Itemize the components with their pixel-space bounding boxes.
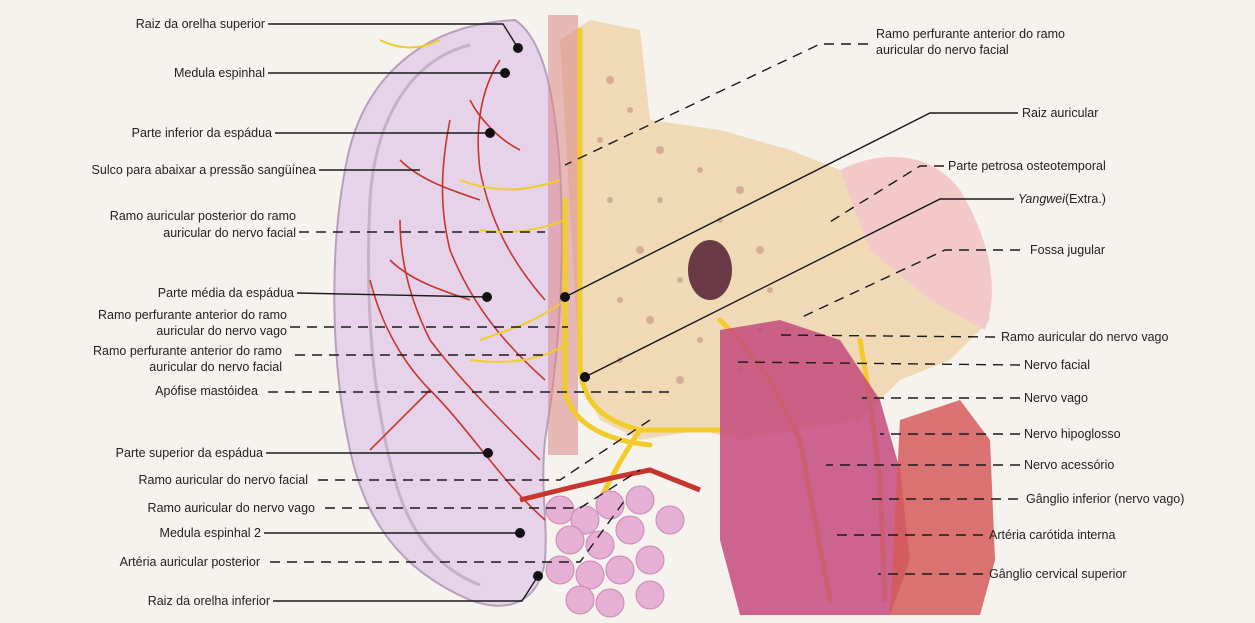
label-medula-espinhal-2: Medula espinhal 2 [160,526,262,540]
anatomy-art [334,15,995,617]
label-raiz-auricular: Raiz auricular [1022,106,1098,120]
label-arteria-carotida: Artéria carótida interna [989,528,1116,542]
parotid-tissue [546,486,684,617]
label-medula-espinhal: Medula espinhal [174,66,265,80]
label-ganglio-inferior: Gânglio inferior (nervo vago) [1026,492,1184,506]
label-nervo-acessorio: Nervo acessório [1024,458,1114,472]
label-ramo-aur-vago: Ramo auricular do nervo vago [148,501,315,515]
label-ramo-aur-vago-r: Ramo auricular do nervo vago [1001,330,1168,344]
muscle-right [890,400,995,615]
label-nervo-hipoglosso: Nervo hipoglosso [1024,427,1121,441]
label-ramo-perf-ant-facial-2: auricular do nervo facial [876,43,1009,57]
label-sulco-pressao: Sulco para abaixar a pressão sangüínea [92,163,317,177]
label-yangwei-extra: (Extra.) [1065,192,1106,206]
label-raiz-orelha-inferior: Raiz da orelha inferior [148,594,270,608]
label-nervo-facial: Nervo facial [1024,358,1090,372]
label-parte-superior-espadua: Parte superior da espádua [116,446,263,460]
label-ramo-aur-posterior-2: auricular do nervo facial [163,226,296,240]
label-ramo-aur-facial: Ramo auricular do nervo facial [138,473,308,487]
label-ramo-aur-posterior-1: Ramo auricular posterior do ramo [110,209,296,223]
label-ramo-perf-facial-1: Ramo perfurante anterior do ramo [93,344,282,358]
label-parte-inferior-espadua: Parte inferior da espádua [132,126,272,140]
label-nervo-vago: Nervo vago [1024,391,1088,405]
label-parte-media-espadua: Parte média da espádua [158,286,294,300]
label-ramo-perf-facial-2: auricular do nervo facial [149,360,282,374]
jugular-fossa [688,240,732,300]
label-apofise-mastoidea: Apófise mastóidea [155,384,258,398]
label-raiz-orelha-superior: Raiz da orelha superior [136,17,265,31]
label-ramo-perf-vago-1: Ramo perfurante anterior do ramo [98,308,287,322]
label-yangwei: Yangwei [1018,192,1066,206]
label-ramo-perf-vago-2: auricular do nervo vago [156,324,287,338]
label-arteria-aur-posterior: Artéria auricular posterior [120,555,260,569]
label-fossa-jugular: Fossa jugular [1030,243,1105,257]
label-ramo-perf-ant-facial-1: Ramo perfurante anterior do ramo [876,27,1065,41]
label-ganglio-cervical: Gânglio cervical superior [989,567,1127,581]
label-parte-petrosa: Parte petrosa osteotemporal [948,159,1106,173]
